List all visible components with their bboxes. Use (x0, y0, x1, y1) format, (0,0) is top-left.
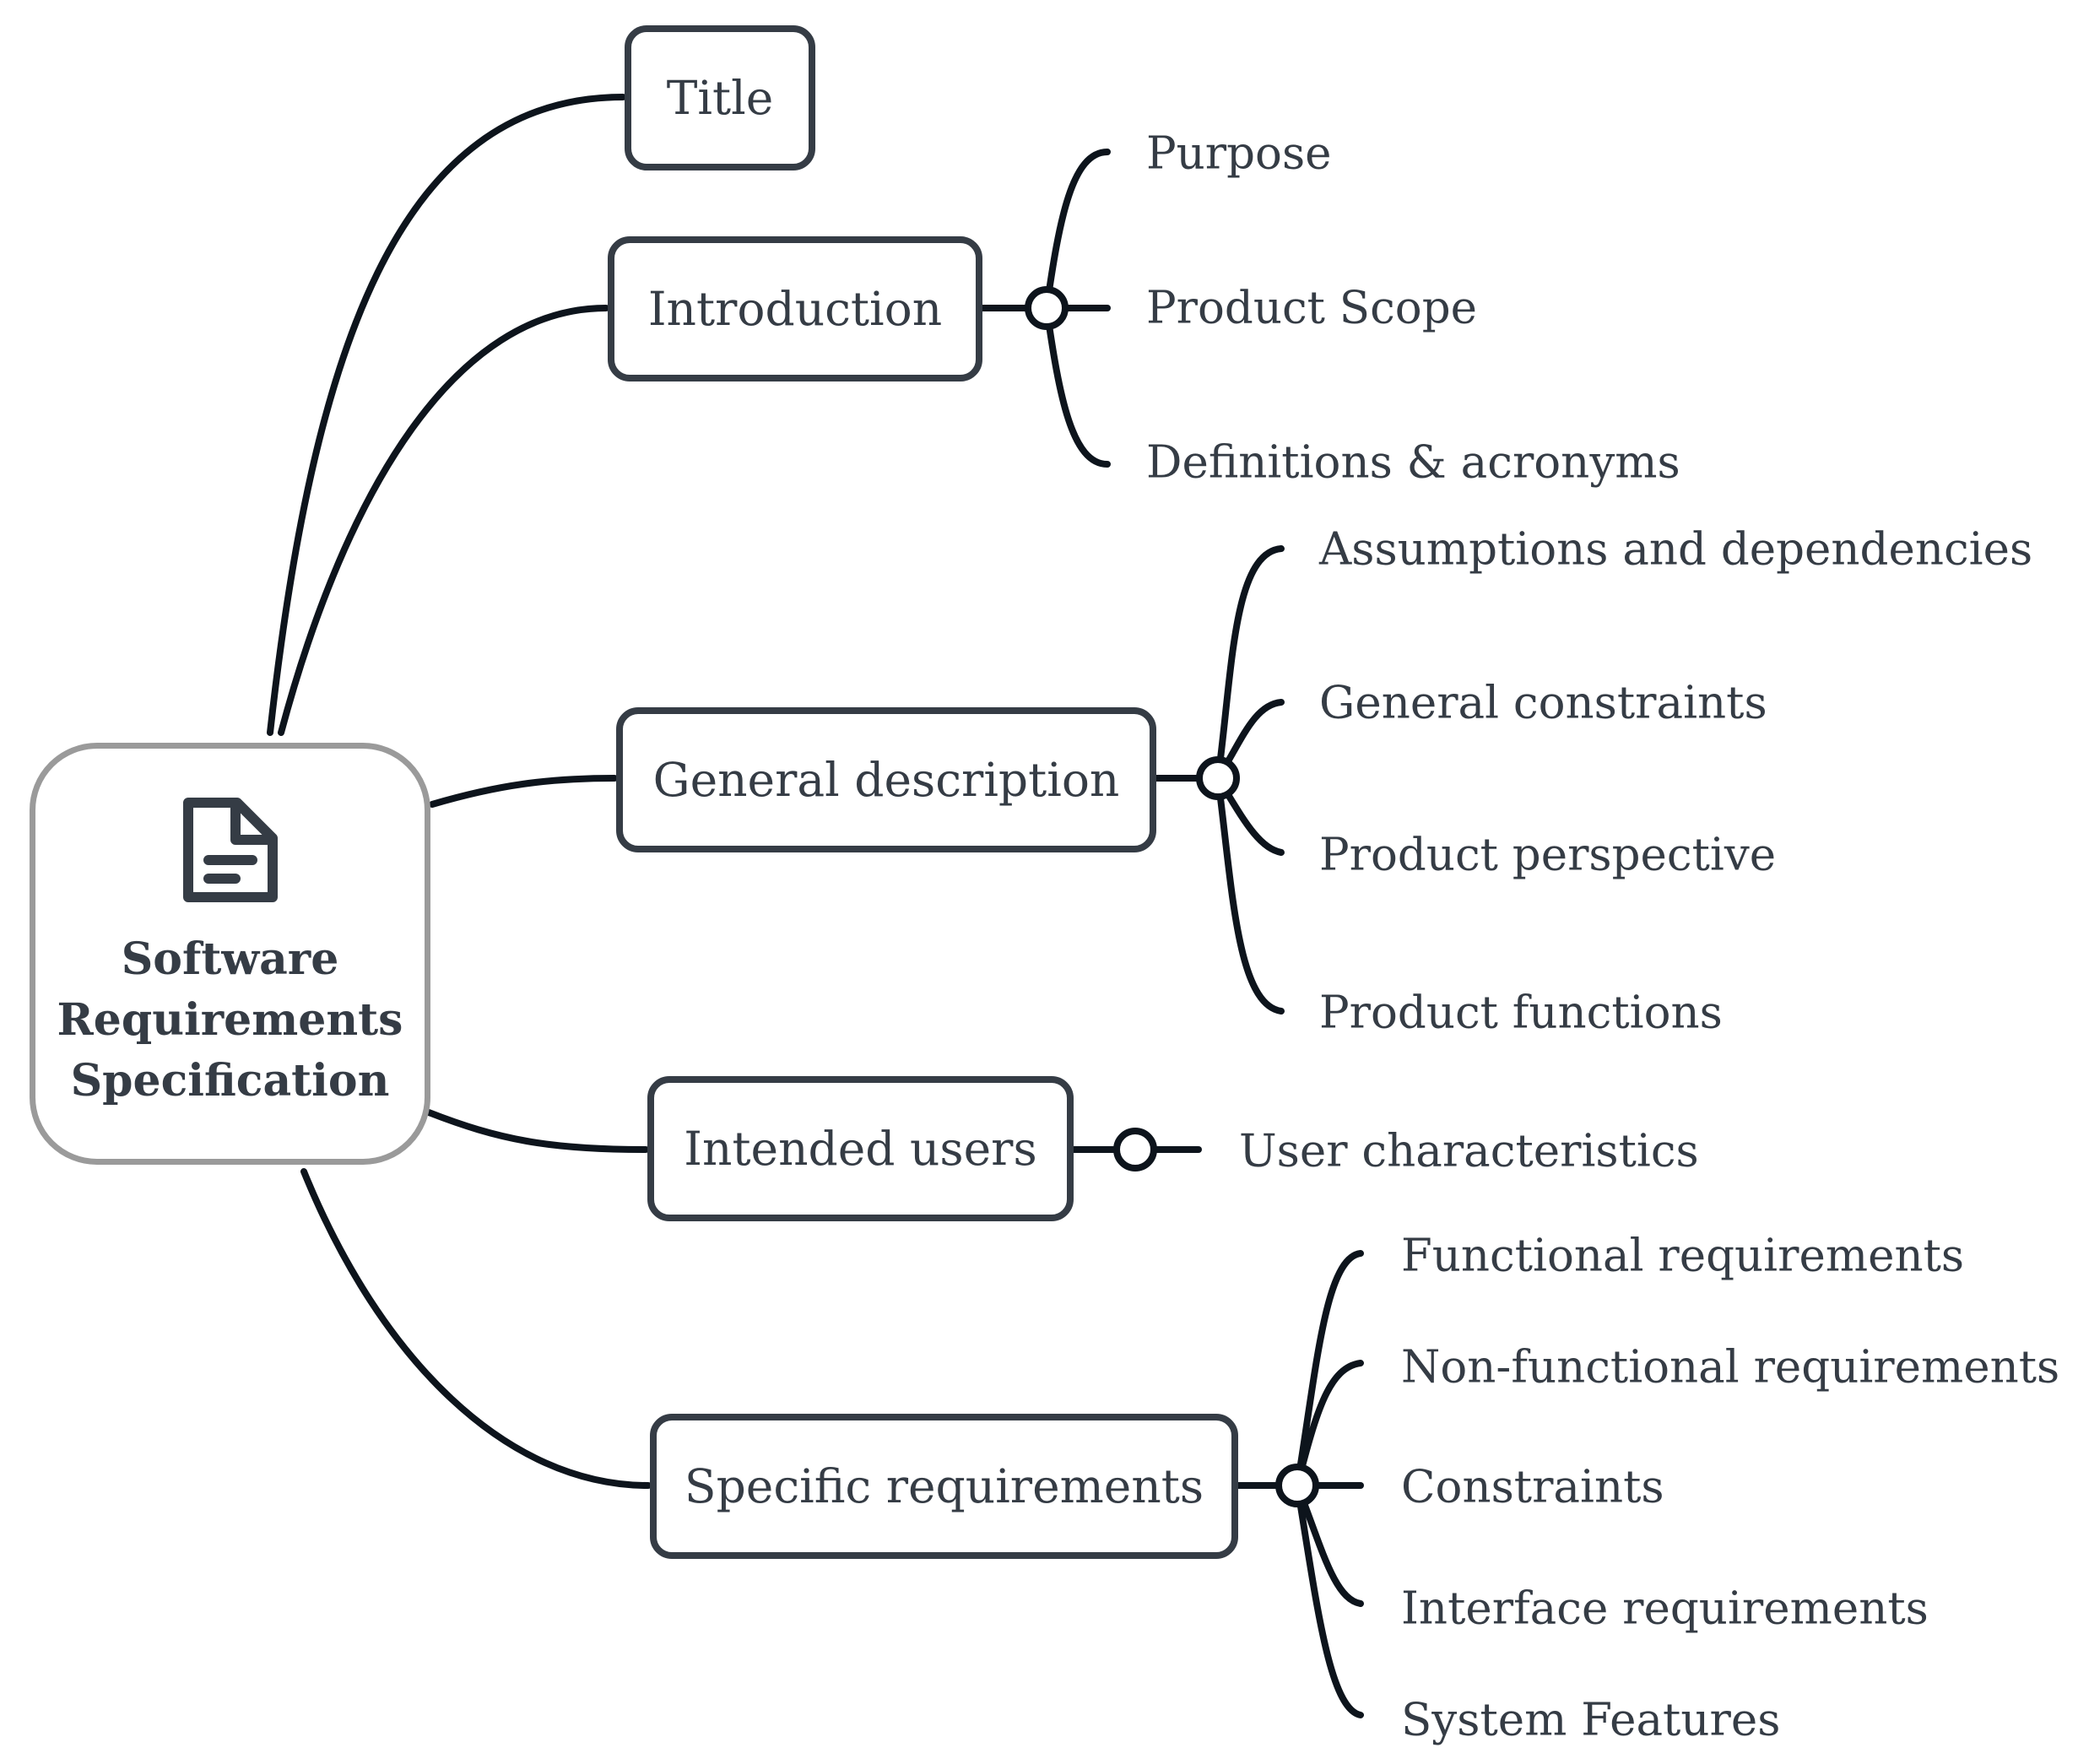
branch-specific-requirements[interactable]: Specific requirements (650, 1414, 1238, 1559)
leaf-definitions-acronyms[interactable]: Definitions & acronyms (1146, 436, 1680, 489)
leaf-product-scope[interactable]: Product Scope (1146, 282, 1477, 334)
branch-label: General description (652, 753, 1120, 807)
link-root-intended-users (425, 1109, 649, 1153)
leaf-product-functions[interactable]: Product functions (1319, 987, 1723, 1039)
branch-label: Title (666, 71, 774, 125)
branch-general-description[interactable]: General description (616, 707, 1156, 852)
branch-label: Introduction (647, 282, 943, 336)
leaf-constraints[interactable]: Constraints (1401, 1461, 1664, 1513)
document-icon (182, 798, 278, 902)
junction-introduction (1025, 286, 1069, 330)
leaf-purpose[interactable]: Purpose (1146, 127, 1332, 180)
leaf-assumptions-dependencies[interactable]: Assumptions and dependencies (1319, 523, 2033, 576)
root-title: Software Requirements Specification (57, 933, 403, 1107)
link-root-title (267, 94, 626, 736)
link-root-specific-requirements (300, 1168, 652, 1489)
root-node[interactable]: Software Requirements Specification (30, 743, 430, 1165)
branch-label: Intended users (684, 1122, 1037, 1176)
branch-introduction[interactable]: Introduction (608, 236, 982, 381)
link-root-introduction (278, 305, 609, 736)
junction-specific-requirements (1275, 1464, 1319, 1507)
branch-title[interactable]: Title (625, 25, 815, 170)
leaf-general-constraints[interactable]: General constraints (1319, 677, 1767, 729)
leaf-product-perspective[interactable]: Product perspective (1319, 829, 1777, 881)
branch-intended-users[interactable]: Intended users (647, 1076, 1074, 1221)
link-root-general-description (429, 775, 618, 808)
leaf-system-features[interactable]: System Features (1401, 1694, 1781, 1746)
branch-label: Specific requirements (684, 1459, 1204, 1513)
leaf-interface-requirements[interactable]: Interface requirements (1401, 1583, 1929, 1635)
leaf-non-functional-requirements[interactable]: Non-functional requirements (1401, 1341, 2060, 1393)
leaf-functional-requirements[interactable]: Functional requirements (1401, 1230, 1965, 1282)
leaf-user-characteristics[interactable]: User characteristics (1239, 1125, 1699, 1177)
junction-general-description (1196, 756, 1240, 800)
junction-intended-users (1113, 1128, 1157, 1171)
